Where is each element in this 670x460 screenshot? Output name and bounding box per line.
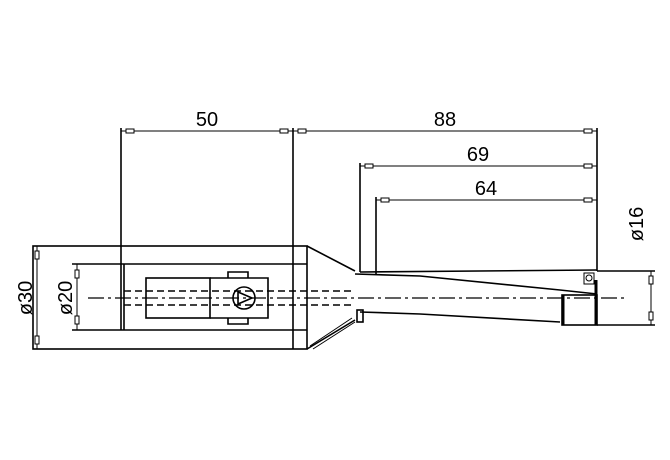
dimension-dia-16: ø16 bbox=[626, 207, 648, 241]
tip-part bbox=[306, 128, 655, 350]
dimension-dia-20: ø20 bbox=[55, 281, 77, 315]
dimension-50: 50 bbox=[196, 109, 218, 131]
dimension-lines bbox=[34, 128, 654, 349]
dimension-88: 88 bbox=[434, 109, 456, 131]
dimension-69: 69 bbox=[467, 144, 489, 166]
dimension-64: 64 bbox=[475, 178, 497, 200]
dimension-dia-30: ø30 bbox=[15, 281, 37, 315]
